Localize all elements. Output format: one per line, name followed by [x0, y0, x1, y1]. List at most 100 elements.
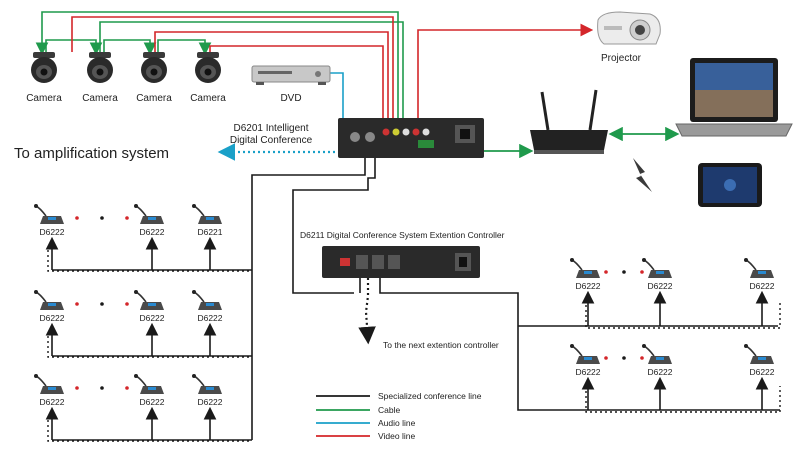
- ellipsis-dot: [100, 386, 104, 390]
- microphone-unit-icon: [134, 374, 164, 394]
- microphone-unit-icon: [570, 344, 600, 364]
- microphone-model-label: D6222: [39, 313, 64, 323]
- camera-cable-lines: [35, 11, 594, 128]
- microphone-unit-icon: [134, 204, 164, 224]
- microphone-model-label: D6222: [197, 313, 222, 323]
- microphone-model-label: D6222: [139, 227, 164, 237]
- ellipsis-dot: [604, 270, 608, 274]
- legend-label-audio: Audio line: [378, 418, 416, 428]
- microphone-model-label: D6222: [647, 367, 672, 377]
- camera-label: Camera: [190, 93, 226, 104]
- cameras: Camera Camera Camera Camera: [26, 52, 226, 104]
- ellipsis-dot: [640, 356, 644, 360]
- extension-conference-lines: [359, 278, 780, 411]
- camera-icon: [195, 52, 221, 83]
- microphone-model-label: D6222: [749, 281, 774, 291]
- microphone-unit-icon: [744, 344, 774, 364]
- microphone-model-label: D6222: [647, 281, 672, 291]
- audio-line-dvd: [330, 72, 344, 128]
- ellipsis-dot: [640, 270, 644, 274]
- mic-row: D6222 D6222 D6221: [34, 204, 223, 270]
- microphone-unit-icon: [642, 258, 672, 278]
- cable-link-cam3-cam4: [157, 39, 212, 56]
- microphone-unit-icon: [192, 374, 222, 394]
- camera-label: Camera: [82, 93, 118, 104]
- video-line-projector: [417, 23, 594, 118]
- mic-row: D6222 D6222 D6222: [34, 374, 223, 440]
- cable-link-cam2-cam3: [103, 39, 157, 56]
- legend-label-video: Video line: [378, 431, 415, 441]
- mic-row: D6222 D6222 D6222: [570, 258, 775, 326]
- ellipsis-dot: [622, 270, 626, 274]
- dvd-player-icon: [251, 65, 331, 85]
- cable-line-camera-2: [99, 21, 404, 118]
- laptop-icon: [675, 58, 793, 137]
- microphone-unit-icon: [192, 204, 222, 224]
- microphone-unit-icon: [34, 204, 64, 224]
- dotted-chain-line: [585, 386, 781, 413]
- legend-label-cable: Cable: [378, 405, 400, 415]
- cable-link-cam1-cam2: [45, 39, 103, 56]
- microphone-model-label: D6222: [575, 281, 600, 291]
- microphone-model-label: D6222: [197, 397, 222, 407]
- camera-label: Camera: [136, 93, 172, 104]
- mic-row: D6222 D6222 D6222: [34, 290, 223, 356]
- ellipsis-dot: [100, 302, 104, 306]
- microphone-unit-icon: [34, 374, 64, 394]
- ellipsis-dot: [75, 216, 79, 220]
- dotted-chain-line: [47, 420, 252, 442]
- next-controller-label: To the next extention controller: [383, 340, 499, 350]
- microphone-model-label: D6222: [39, 227, 64, 237]
- camera-icon: [141, 52, 167, 83]
- microphone-unit-icon: [570, 258, 600, 278]
- video-line-camera-1: [71, 16, 394, 118]
- ellipsis-dot: [125, 216, 129, 220]
- microphone-unit-icon: [134, 290, 164, 310]
- microphone-unit-icon: [34, 290, 64, 310]
- video-line-camera-3: [154, 31, 389, 118]
- video-line-camera-4: [209, 45, 384, 118]
- projector-label: Projector: [601, 53, 642, 64]
- camera-icon: [87, 52, 113, 83]
- extension-controller-d6211: [322, 246, 480, 278]
- tablet-icon: [698, 163, 762, 207]
- ellipsis-dot: [75, 386, 79, 390]
- microphone-model-label: D6222: [575, 367, 600, 377]
- next-controller-dotted-line: [358, 278, 376, 345]
- router-icon: [530, 89, 608, 154]
- main-unit-label-line2: Digital Conference: [230, 135, 313, 146]
- microphone-unit-icon: [642, 344, 672, 364]
- extension-controller-label: D6211 Digital Conference System Extentio…: [300, 230, 505, 240]
- ellipsis-dot: [75, 302, 79, 306]
- legend: Specialized conference line Cable Audio …: [316, 391, 482, 441]
- wireless-signal-icon: [633, 158, 652, 192]
- ellipsis-dot: [604, 356, 608, 360]
- microphone-model-label: D6222: [139, 397, 164, 407]
- dotted-chain-line: [47, 336, 252, 358]
- main-unit-label-line1: D6201 Intelligent: [233, 123, 308, 134]
- ellipsis-dot: [125, 386, 129, 390]
- legend-label-conference: Specialized conference line: [378, 391, 482, 401]
- camera-label: Camera: [26, 93, 62, 104]
- microphone-model-label: D6222: [39, 397, 64, 407]
- ellipsis-dot: [622, 356, 626, 360]
- dotted-chain-line: [47, 250, 252, 272]
- ellipsis-dot: [125, 302, 129, 306]
- microphone-unit-icon: [192, 290, 222, 310]
- projector-icon: [597, 11, 661, 45]
- microphone-model-label: D6222: [139, 313, 164, 323]
- dotted-chain-line: [585, 300, 781, 329]
- microphone-model-label: D6221: [197, 227, 222, 237]
- cable-line-camera-1: [35, 11, 399, 118]
- amplification-label: To amplification system: [14, 145, 169, 162]
- microphone-model-label: D6222: [749, 367, 774, 377]
- mic-row: D6222 D6222 D6222: [570, 344, 775, 410]
- microphone-unit-icon: [744, 258, 774, 278]
- ellipsis-dot: [100, 216, 104, 220]
- dvd-label: DVD: [280, 93, 301, 104]
- camera-icon: [31, 52, 57, 83]
- main-unit-d6201: [338, 118, 484, 158]
